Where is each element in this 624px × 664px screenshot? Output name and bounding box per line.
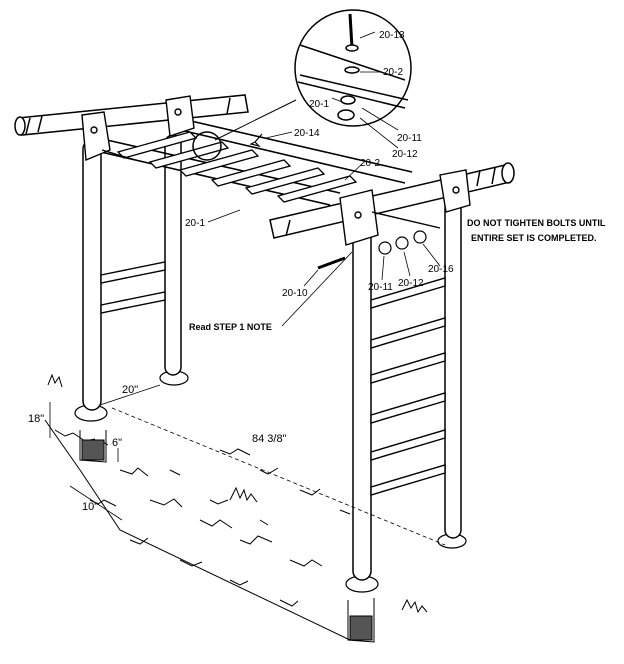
callout-20-10: 20-10 bbox=[282, 288, 308, 299]
left-top-crossbar bbox=[14, 94, 249, 136]
detail-magnifier bbox=[192, 9, 412, 161]
callout-20-13: 20-13 bbox=[379, 30, 405, 41]
dimension-lines bbox=[49, 384, 446, 546]
dim-84: 84 3/8" bbox=[252, 433, 287, 445]
hardware-parts bbox=[249, 133, 427, 270]
post-hole-front-right bbox=[347, 598, 375, 643]
dim-10: 10" bbox=[82, 501, 98, 513]
note-tighten-line1: DO NOT TIGHTEN BOLTS UNTIL bbox=[467, 218, 606, 228]
nut-20-11 bbox=[378, 241, 392, 255]
callout-20-1-main: 20-1 bbox=[185, 218, 205, 229]
left-ladder-rungs bbox=[100, 261, 166, 314]
note-step1: Read STEP 1 NOTE bbox=[189, 322, 272, 332]
leg-front-right bbox=[352, 214, 372, 581]
dim-18: 18" bbox=[28, 413, 44, 425]
callout-20-16: 20-16 bbox=[428, 264, 454, 275]
post-hole-front-left bbox=[79, 430, 107, 463]
note-tighten-line2: ENTIRE SET IS COMPLETED. bbox=[471, 233, 597, 243]
callout-20-11-detail: 20-11 bbox=[397, 133, 422, 144]
dim-20: 20" bbox=[122, 384, 138, 396]
bolt-20-10 bbox=[317, 256, 346, 270]
leg-back-left bbox=[164, 134, 182, 376]
dim-6: 6" bbox=[112, 437, 122, 449]
right-ladder-rungs bbox=[370, 277, 446, 496]
callout-20-12-main: 20-12 bbox=[398, 278, 424, 289]
callout-20-12-detail: 20-12 bbox=[392, 149, 418, 160]
callout-20-2-detail: 20-2 bbox=[383, 67, 403, 78]
callout-20-11-main: 20-11 bbox=[368, 282, 393, 293]
legs bbox=[82, 134, 462, 581]
cap-20-16 bbox=[413, 230, 427, 244]
corner-brackets bbox=[81, 95, 471, 246]
leg-back-right bbox=[444, 199, 462, 539]
callout-20-14: 20-14 bbox=[294, 128, 320, 139]
leader-lines bbox=[207, 31, 441, 327]
leg-front-left bbox=[82, 139, 102, 411]
callout-20-2-main: 20-2 bbox=[360, 158, 380, 169]
callout-20-1-detail: 20-1 bbox=[309, 99, 329, 110]
overhead-rungs bbox=[116, 131, 358, 203]
bolt-20-14 bbox=[249, 133, 263, 148]
washer-20-12 bbox=[395, 236, 409, 250]
diagonal-braces bbox=[101, 149, 441, 229]
